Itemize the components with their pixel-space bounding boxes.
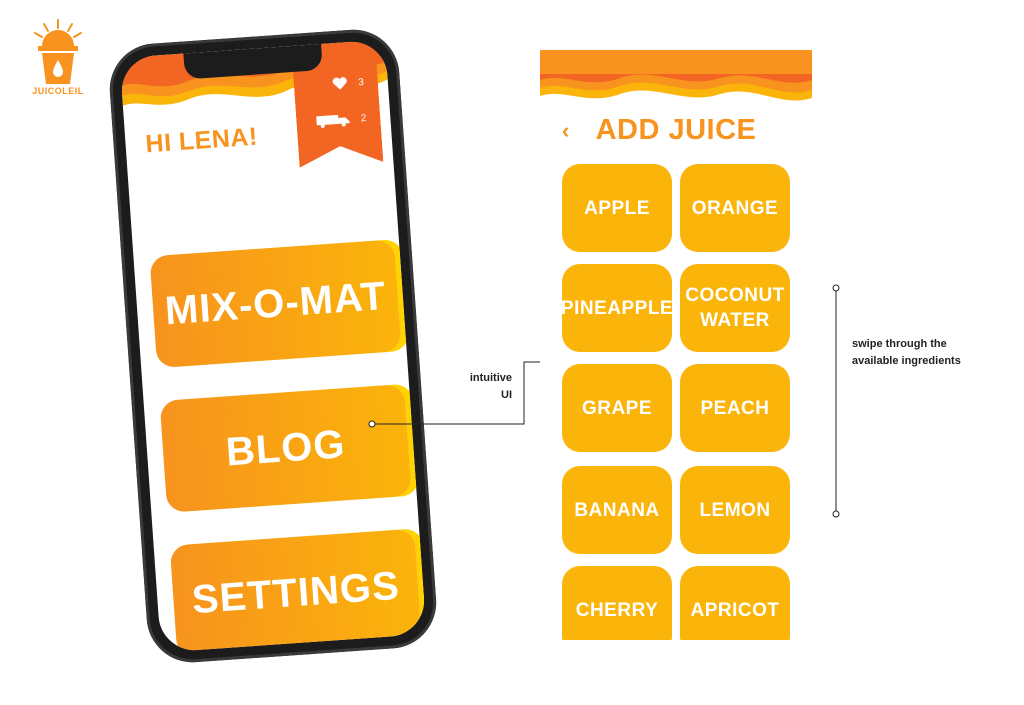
chevron-left-icon[interactable]: ‹ [562,118,570,143]
brand-name: JUICOLEIL [32,86,84,96]
note-line: UI [501,389,512,401]
phone-mockup: HI LENA! 3 2 MI [88,26,448,670]
likes-stat: 3 [332,75,364,91]
ingredient-peach[interactable]: PEACH [680,364,790,452]
swipe-note: swipe through the available ingredients [852,336,1002,370]
intuitive-ui-note: intuitive UI [456,370,512,404]
juice-logo-icon [34,19,82,84]
ingredient-pineapple[interactable]: PINEAPPLE [561,264,673,352]
header-wave [540,50,812,101]
annotation-dot [832,510,840,518]
annotation-dot [832,284,840,292]
ingredient-cherry[interactable]: CHERRY [562,566,672,640]
add-juice-title: ADD JUICE [595,114,757,146]
ingredient-coconut-water[interactable]: COCONUT WATER [680,264,790,352]
heart-icon [332,76,349,91]
note-line: available ingredients [852,355,961,367]
note-line: swipe through the [852,338,947,350]
note-line: intuitive [469,372,512,384]
ingredient-apple[interactable]: APPLE [562,164,672,252]
ingredient-apricot[interactable]: APRICOT [680,566,790,640]
truck-icon [316,112,351,128]
deliveries-stat: 2 [316,111,366,128]
annotation-dot [368,420,376,428]
ingredient-banana[interactable]: BANANA [562,466,672,554]
home-screen: HI LENA! 3 2 MI [119,39,427,653]
ingredient-lemon[interactable]: LEMON [680,466,790,554]
add-juice-screen: ‹ ADD JUICE APPLE ORANGE PINEAPPLE COCON… [540,50,812,640]
ingredient-grape[interactable]: GRAPE [562,364,672,452]
stats-ribbon: 3 2 [292,58,383,168]
phone-frame: HI LENA! 3 2 MI [106,26,440,666]
ingredient-orange[interactable]: ORANGE [680,164,790,252]
